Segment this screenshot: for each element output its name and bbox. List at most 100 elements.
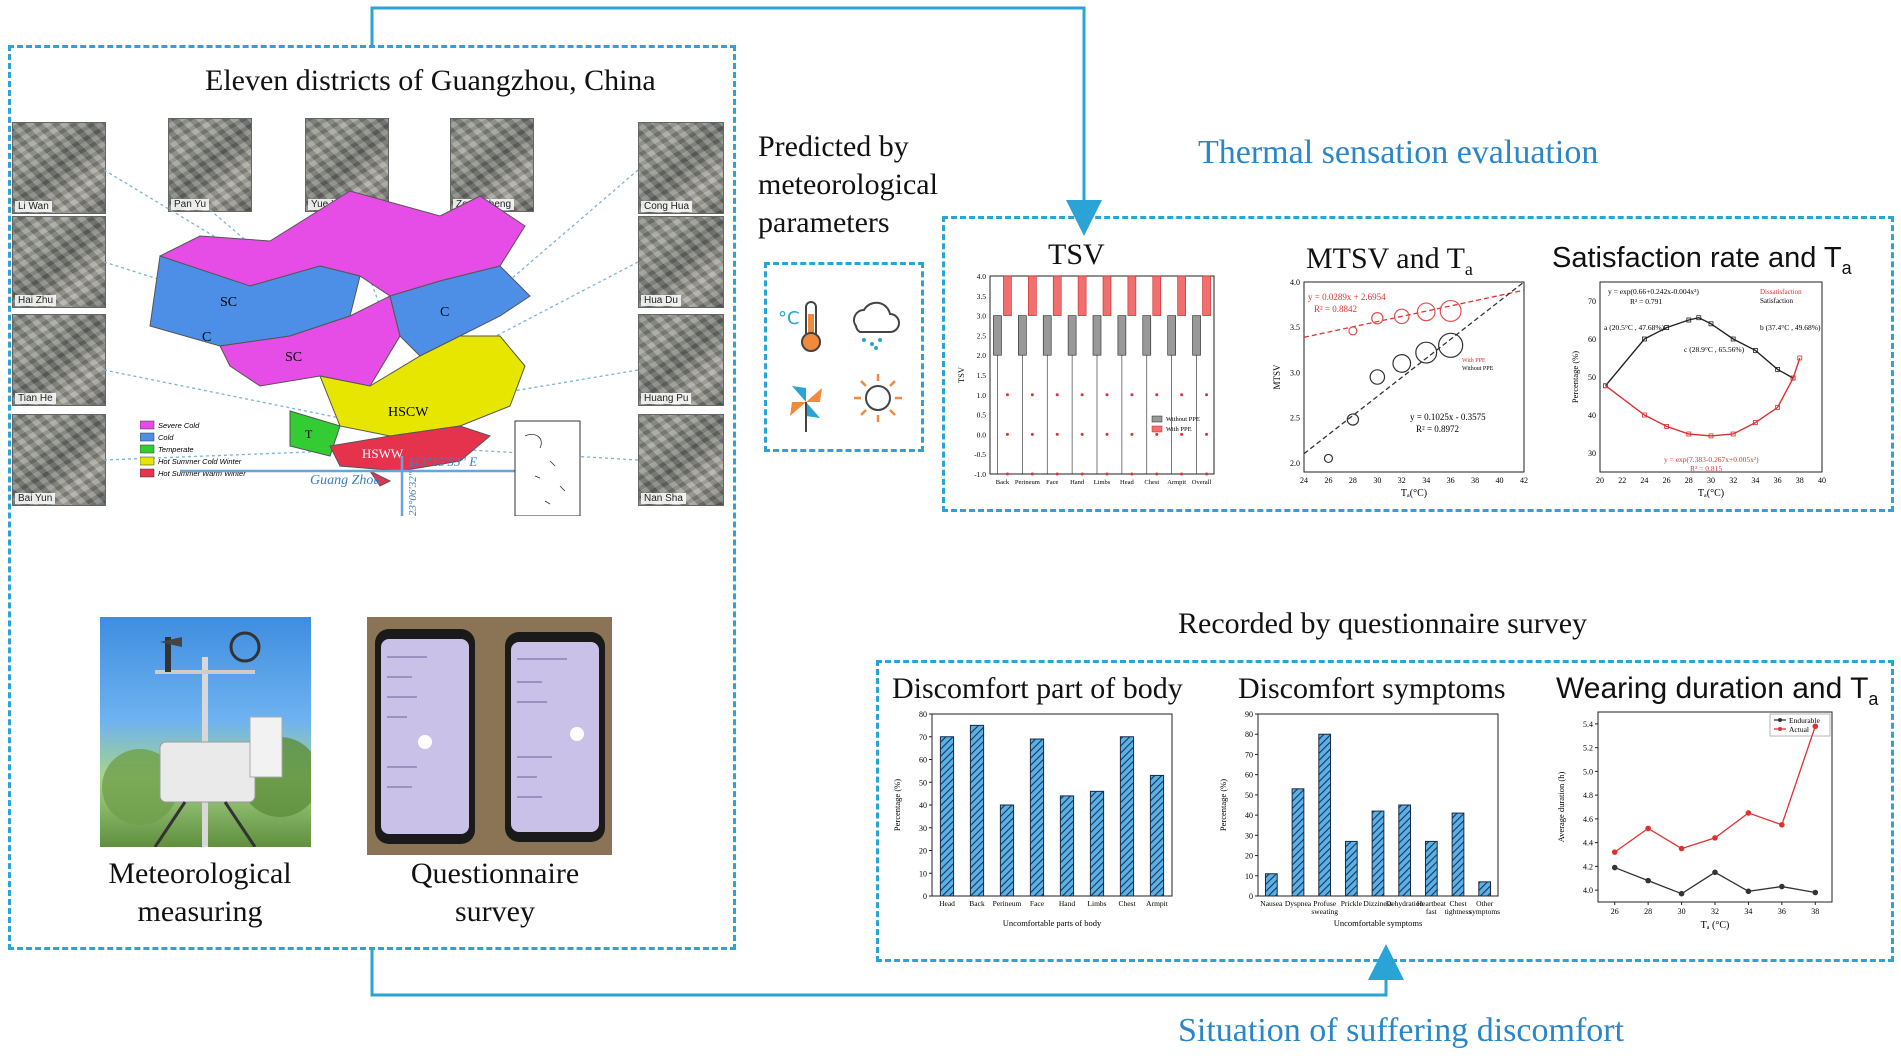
x-axis-label: Uncomfortable parts of body: [1003, 918, 1102, 928]
trend-line-with-ppe: [1303, 289, 1525, 338]
left-panel: [8, 45, 736, 950]
y-tick-label: 30: [1245, 831, 1253, 840]
box-with-ppe: [1177, 275, 1186, 316]
fan-icon: [790, 386, 822, 432]
box-with-ppe: [1028, 275, 1037, 316]
satisfaction-title-sub: a: [1841, 257, 1852, 278]
district-label: Nan Sha: [641, 493, 686, 504]
data-point: [1664, 423, 1669, 429]
outlier: [1080, 472, 1084, 476]
map-legend-item: Hot Summer Warm Winter: [158, 469, 246, 478]
y-tick-label: 20: [1245, 852, 1253, 861]
point-label-b: b (37.4°C , 49.68%): [1760, 323, 1821, 332]
bar: [1059, 795, 1075, 897]
box-without-ppe: [1092, 315, 1102, 356]
y-tick-label: 0.0: [977, 430, 987, 439]
mtsv-title-text: MTSV and T: [1306, 242, 1465, 275]
equation-with-ppe: y = 0.0289x + 2.6954: [1308, 292, 1386, 302]
y-tick-label: 0: [923, 892, 927, 901]
y-tick-label: 0.5: [977, 411, 987, 420]
y-tick-label: 1.0: [977, 391, 987, 400]
y-tick-label: 4.0: [1290, 278, 1300, 287]
x-tick-label: Back: [969, 899, 985, 908]
legend-swatch: [1151, 425, 1163, 433]
arrow-to-discomfort: [370, 944, 1404, 997]
thermal-title: Thermal sensation evaluation: [1198, 134, 1599, 171]
x-tick-label: Dizziness: [1363, 899, 1392, 908]
box-with-ppe: [1202, 275, 1211, 316]
thermal-panel: [942, 216, 1894, 512]
plot-frame: [1303, 281, 1525, 473]
x-tick-label: 28: [1349, 476, 1357, 485]
bar: [1318, 733, 1332, 897]
y-tick-label: 2.5: [977, 331, 987, 340]
series-line-dissatisfaction: [1605, 357, 1801, 437]
symptoms-title: Discomfort symptoms: [1238, 672, 1506, 705]
bar: [1371, 810, 1385, 897]
plot-frame: [989, 275, 1215, 475]
x-tick-label: Perineum: [993, 899, 1022, 908]
x-tick-label: Nausea: [1260, 899, 1283, 908]
x-axis-label: Uncomfortable symptoms: [1334, 918, 1423, 928]
x-tick-label: symptoms: [1469, 907, 1500, 916]
outlier: [1105, 393, 1109, 397]
data-point: [1642, 336, 1647, 342]
x-tick-label: 24: [1640, 476, 1648, 485]
meteorological-icons-box: [764, 262, 924, 452]
outlier: [1180, 432, 1184, 436]
x-tick-label: Back: [996, 479, 1010, 486]
x-tick-label: Dyspnea: [1285, 899, 1312, 908]
y-tick-label: 3.0: [1290, 368, 1300, 377]
outlier: [1180, 472, 1184, 476]
x-tick-label: Hand: [1059, 899, 1075, 908]
outlier: [1155, 393, 1159, 397]
y-tick-label: -0.5: [974, 450, 986, 459]
weather-station-icon: [102, 631, 311, 847]
box-without-ppe: [1192, 315, 1201, 356]
y-tick-label: 4.0: [977, 272, 987, 281]
district-photo-bai-yun: Bai Yun: [12, 414, 106, 506]
legend-label: Actual: [1789, 725, 1809, 734]
arrow-to-thermal: [370, 6, 1102, 236]
district-photo-hua-du: Hua Du: [638, 216, 724, 308]
x-tick-label: 26: [1663, 476, 1671, 485]
y-tick-label: 5.4: [1583, 720, 1593, 729]
predicted-label: Predicted by meteorological parameters: [758, 130, 938, 239]
y-tick-label: 0: [1249, 892, 1253, 901]
map-region-label: HSCW: [388, 405, 429, 420]
district-photo-pan-yu: Pan Yu: [168, 118, 252, 212]
bar: [1149, 774, 1165, 897]
y-tick-label: 60: [1245, 771, 1253, 780]
y-tick-label: 3.5: [1290, 323, 1300, 332]
data-point: [1678, 890, 1685, 897]
y-tick-label: 10: [1245, 872, 1253, 881]
data-point: [1752, 420, 1758, 426]
equation-without-ppe: y = 0.1025x - 0.3575: [1410, 412, 1486, 422]
china-climate-map: SC C SC C HSCW HSWW T Severe Cold Cold T…: [140, 190, 581, 516]
outlier: [1055, 393, 1059, 397]
y-tick-label: 3.5: [977, 292, 987, 301]
map-lat-label: 23°06'32" N: [407, 461, 419, 516]
district-label: Hai Zhu: [15, 295, 57, 306]
data-point: [1603, 383, 1608, 389]
plot-frame: [931, 713, 1173, 897]
data-point: [1745, 888, 1752, 895]
x-tick-label: Face: [1030, 899, 1045, 908]
y-tick-label: 5.0: [1583, 767, 1593, 776]
bar: [1478, 881, 1492, 897]
map-legend-item: Severe Cold: [158, 421, 200, 430]
map-region-label: HSWW: [362, 446, 404, 461]
outlier: [1155, 472, 1159, 476]
y-tick-label: 60: [919, 756, 927, 765]
x-tick-label: Dehydration: [1386, 899, 1424, 908]
outlier: [1205, 393, 1209, 397]
x-tick-label: 34: [1744, 907, 1752, 916]
x-tick-label: Other: [1476, 899, 1494, 908]
district-label: Tian He: [15, 393, 56, 404]
mtsv-title: MTSV and Ta: [1306, 242, 1473, 280]
y-tick-label: 70: [1588, 297, 1596, 306]
data-point: [1708, 433, 1714, 439]
